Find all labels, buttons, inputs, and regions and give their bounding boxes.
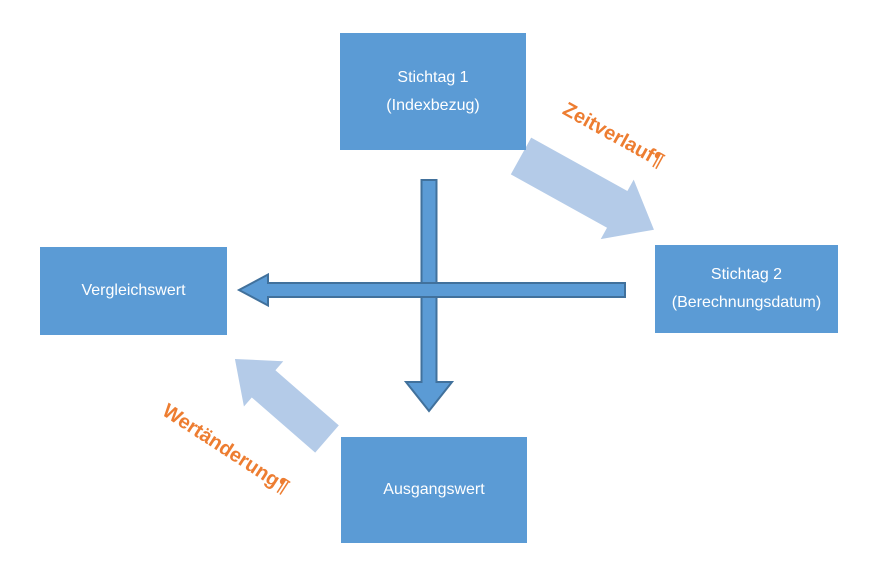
- node-stichtag2: Stichtag 2 (Berechnungsdatum): [655, 245, 838, 333]
- node-stichtag1: Stichtag 1 (Indexbezug): [340, 33, 526, 150]
- node-stichtag2-line1: Stichtag 2: [710, 266, 783, 283]
- left-arrow-icon: [236, 272, 626, 308]
- node-stichtag1-line2: (Indexbezug): [386, 96, 480, 114]
- node-vergleichswert: Vergleichswert: [40, 247, 227, 335]
- node-stichtag1-line1: Stichtag 1: [397, 68, 469, 86]
- value-arrow-icon: [234, 358, 339, 453]
- node-ausgangswert: Ausgangswert: [341, 437, 527, 543]
- node-vergleichswert-line1: Vergleichswert: [81, 282, 186, 299]
- node-stichtag2-line2: (Berechnungsdatum): [671, 294, 822, 311]
- node-ausgangswert-line1: Ausgangswert: [383, 481, 485, 498]
- time-arrow-icon: [510, 137, 654, 240]
